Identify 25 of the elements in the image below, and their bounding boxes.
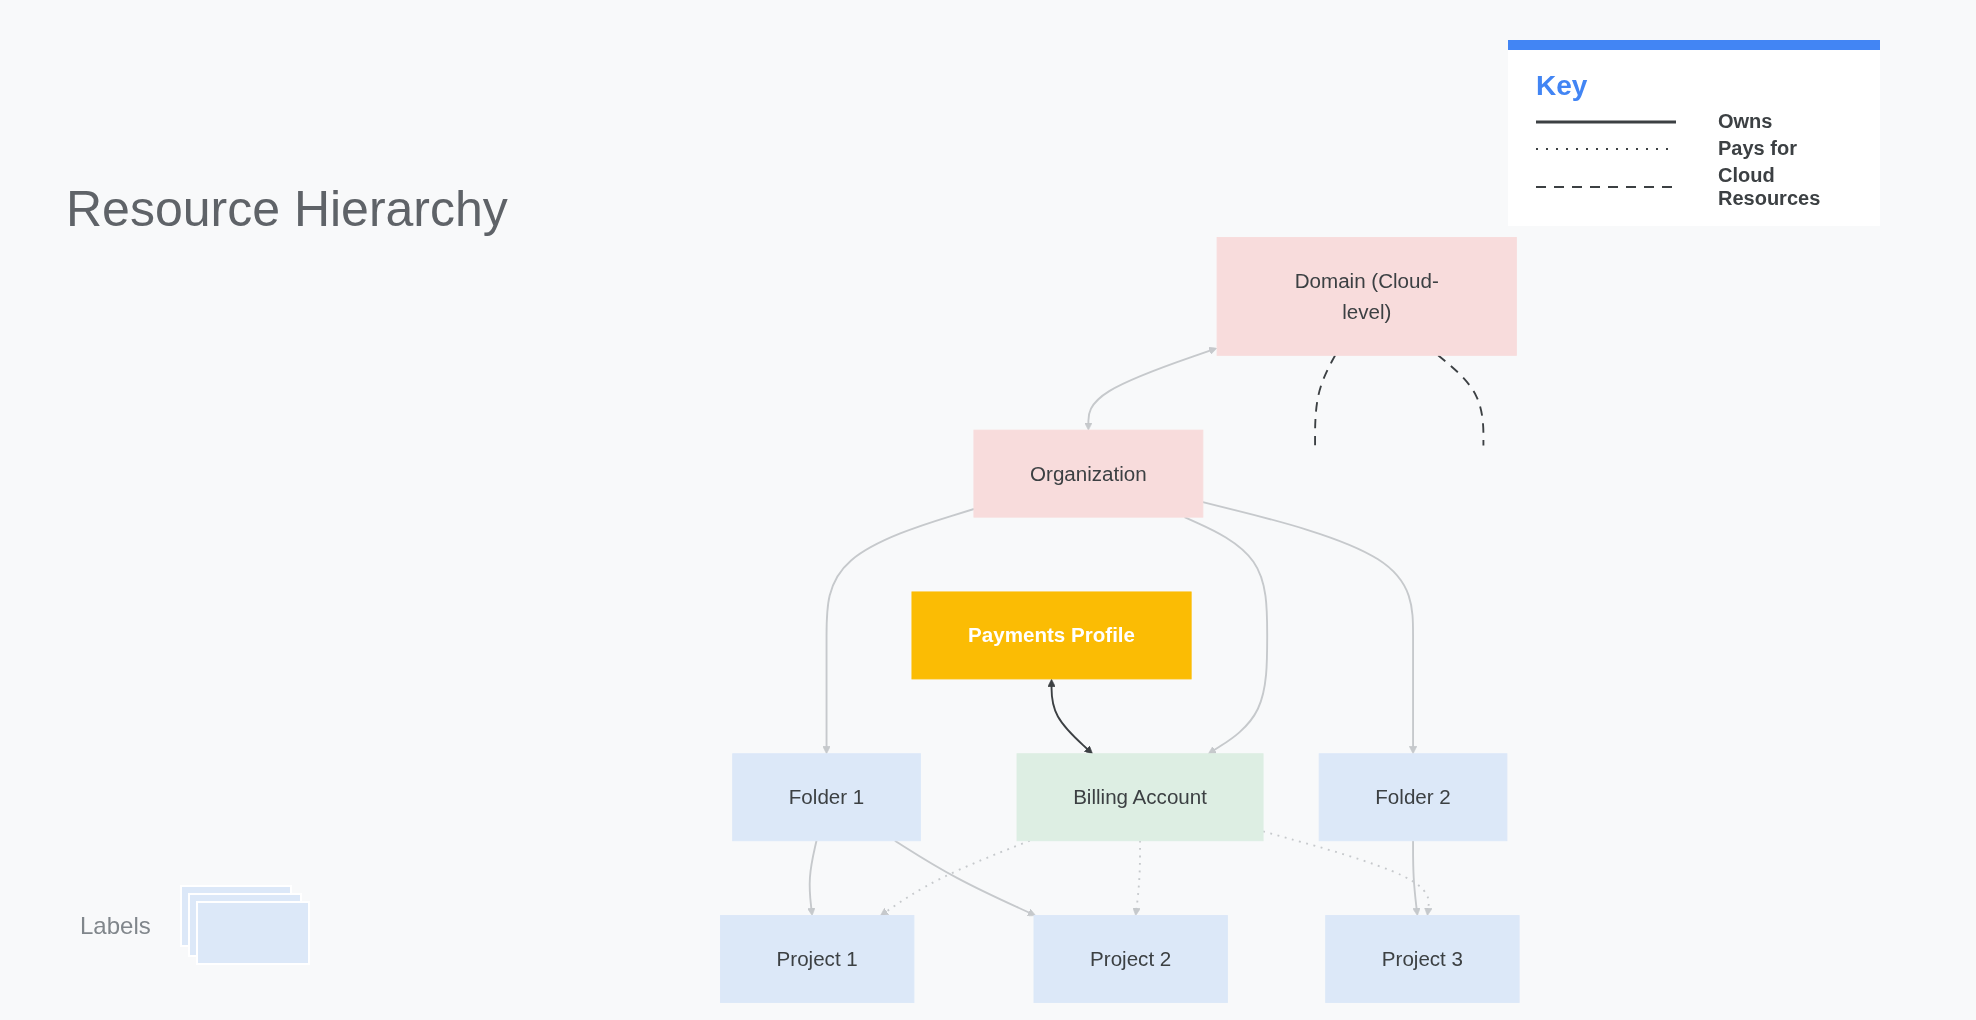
connector <box>1314 354 1337 447</box>
node-box: Domain (Cloud-level) <box>1216 237 1517 356</box>
node-box: Folder 1 <box>732 753 921 842</box>
arrow <box>1412 839 1421 916</box>
arrow <box>822 508 975 755</box>
node-box: Project 2 <box>1033 915 1228 1003</box>
node-box: Payments Profile <box>911 591 1192 680</box>
arrow <box>1047 678 1093 755</box>
node-box: Project 1 <box>720 915 915 1003</box>
legend-text: Pays for <box>1718 137 1798 160</box>
legend-title: Key <box>1536 70 1588 102</box>
node-box: Billing Account <box>1016 753 1264 842</box>
arrow <box>807 839 818 916</box>
legend-text: Cloud Resources <box>1718 164 1822 210</box>
node-box: Project 3 <box>1325 915 1520 1003</box>
legend-text: Owns <box>1718 110 1774 133</box>
arrow <box>1132 839 1141 916</box>
node-box: Folder 2 <box>1318 753 1508 842</box>
node-box: Organization <box>973 429 1204 518</box>
arrow <box>1262 830 1433 916</box>
arrow <box>1084 346 1218 431</box>
diagram-title: Resource Hierarchy <box>66 180 508 238</box>
connector <box>1437 354 1485 447</box>
arrow <box>1201 501 1418 755</box>
labels-text: Labels <box>80 912 151 940</box>
